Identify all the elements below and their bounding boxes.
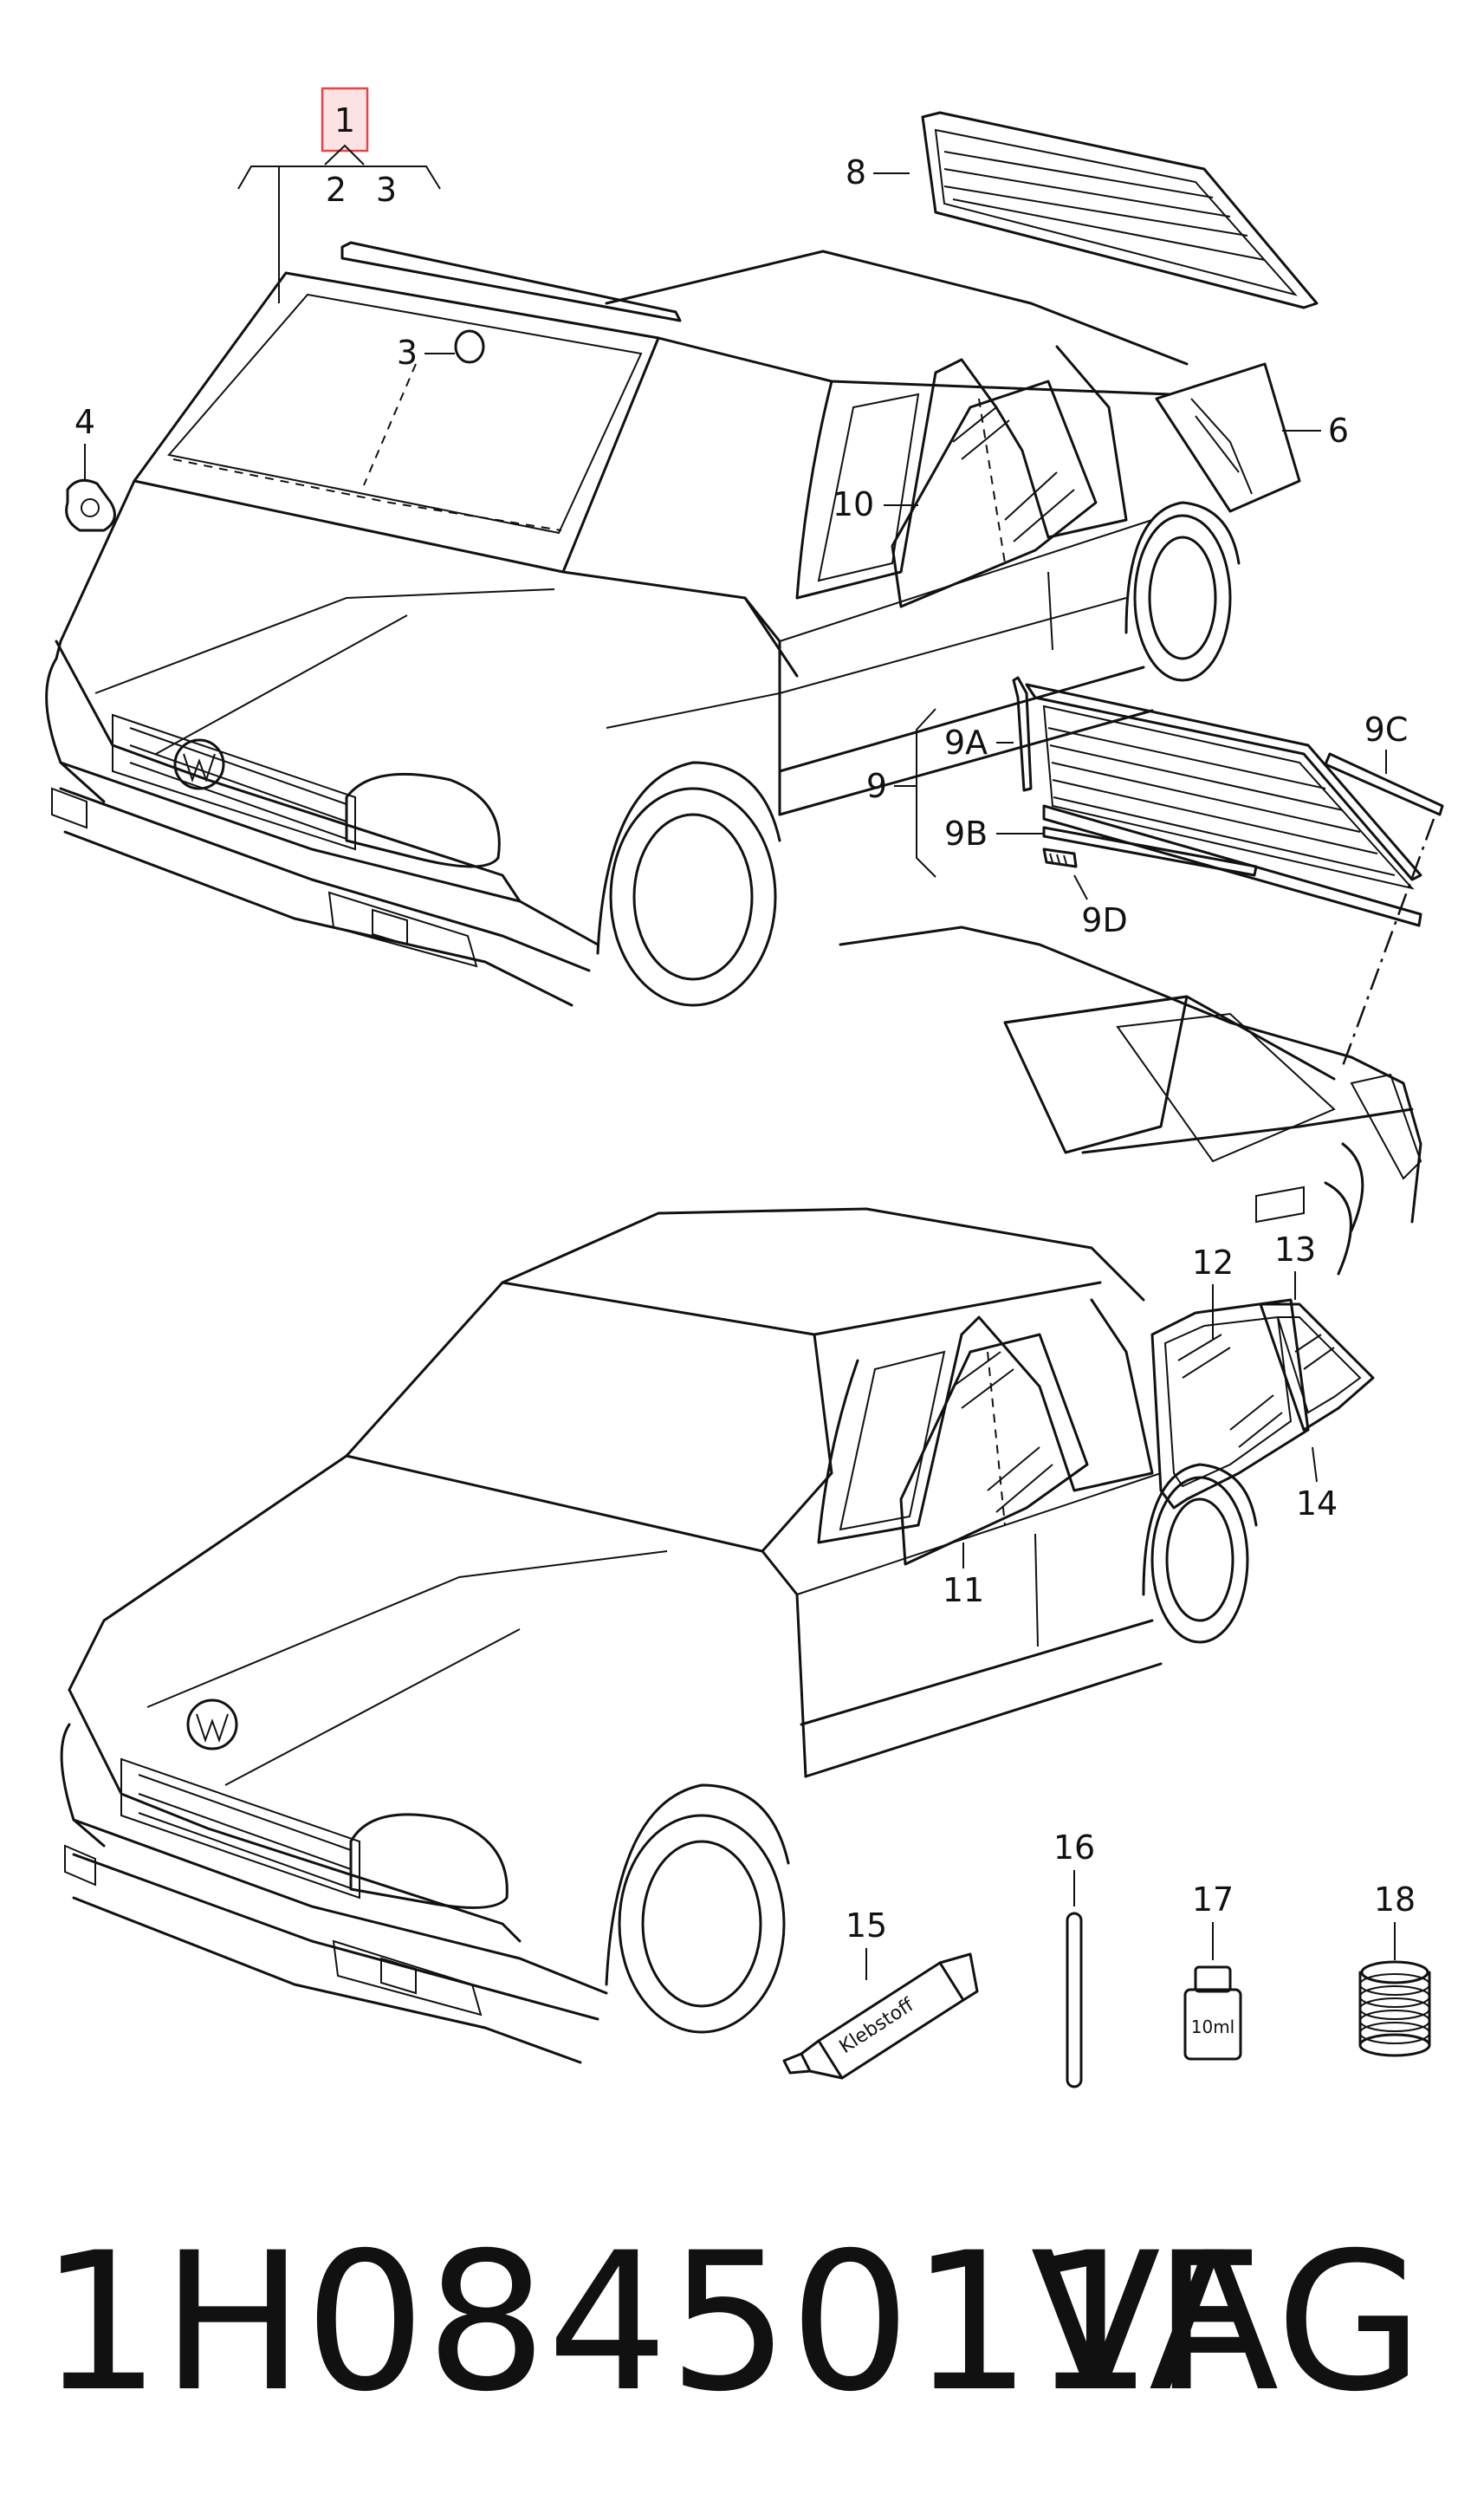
callout-1-highlight[interactable]	[321, 87, 369, 153]
callout-18: 18	[1374, 1880, 1416, 1919]
callout-3: 3	[376, 171, 397, 209]
rear-window-part[interactable]	[921, 111, 1319, 309]
callout-9d: 9D	[1081, 901, 1127, 939]
callout-16: 16	[1053, 1828, 1095, 1867]
callout-9d-leader	[1073, 874, 1088, 900]
callout-12: 12	[1192, 1244, 1234, 1282]
callout-14: 14	[1296, 1484, 1338, 1523]
brand-name: VAG	[1030, 2211, 1423, 2433]
primer-bottle-label: 10ml	[1191, 2017, 1235, 2037]
callout-3-sensor: 3	[397, 334, 418, 372]
callout-8: 8	[846, 153, 866, 192]
door-glass-9-part[interactable]	[1012, 676, 1444, 927]
callout-1: 1	[334, 101, 355, 140]
sedan-car-drawing	[60, 1207, 1258, 2064]
callout-10: 10	[833, 485, 874, 523]
rear-quarter-glass-part[interactable]	[1155, 362, 1301, 513]
hatchback-car-drawing	[45, 241, 1241, 1007]
callout-14-leader	[1312, 1446, 1318, 1483]
callout-15: 15	[846, 1906, 887, 1945]
callout-9c: 9C	[1364, 711, 1409, 749]
rain-sensor-part[interactable]	[454, 329, 485, 364]
sedan-quarter-glass-part[interactable]	[1150, 1298, 1375, 1510]
callout-6: 6	[1328, 412, 1349, 450]
mirror-clip-part[interactable]	[65, 478, 116, 532]
callout-13: 13	[1274, 1231, 1316, 1269]
callout-9-bracket	[916, 708, 936, 878]
callout-1-caret	[324, 144, 365, 166]
adhesive-tube-part[interactable]: Klebstoff	[782, 1952, 979, 2080]
callout-17: 17	[1192, 1880, 1234, 1919]
sealing-rod-part[interactable]	[1066, 1912, 1083, 2088]
callout-2: 2	[326, 171, 347, 209]
cutting-wire-coil-part[interactable]	[1358, 1960, 1431, 2057]
sedan-rear-partial-drawing	[839, 926, 1422, 1276]
parts-diagram: 1 2 3	[45, 87, 1444, 2088]
callout-11: 11	[943, 1571, 984, 1609]
callout-9: 9	[866, 767, 887, 805]
callout-4: 4	[75, 403, 95, 441]
callout-1-bracket	[237, 166, 441, 190]
front-door-glass-part[interactable]	[891, 380, 1098, 608]
dashdot-link-9c	[1341, 818, 1435, 1067]
primer-bottle-part[interactable]: 10ml	[1183, 1965, 1242, 2061]
callout-9a: 9A	[944, 724, 988, 762]
callout-9b: 9B	[944, 815, 988, 853]
part-number: 1H0845011F	[40, 2211, 1263, 2433]
sedan-door-glass-part[interactable]	[899, 1333, 1089, 1566]
